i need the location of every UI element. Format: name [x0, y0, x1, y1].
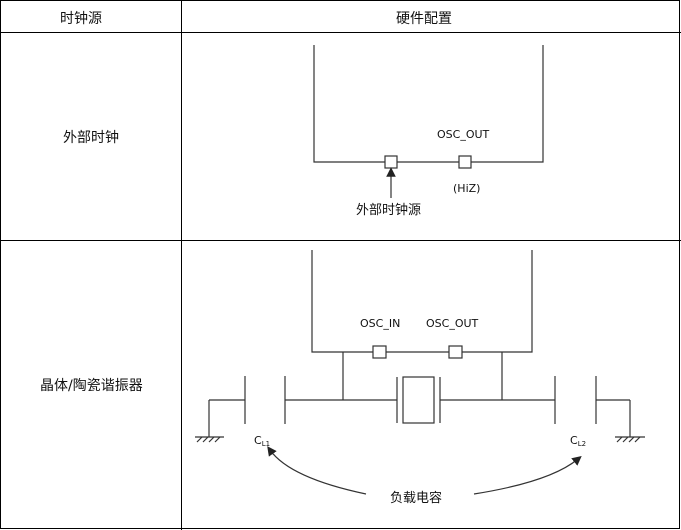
crystal-diagram: [195, 250, 645, 495]
ext-source-label: 外部时钟源: [356, 202, 421, 218]
cl1-label: CL1: [254, 434, 270, 448]
osc-out-pin: [458, 155, 472, 169]
external-clock-diagram: [313, 45, 544, 198]
cl2-label: CL2: [570, 434, 586, 448]
osc-in-pin-x: [372, 345, 387, 359]
osc-in-pin: [384, 155, 398, 169]
crystal-icon: [402, 376, 435, 424]
load-capacitance-label: 负载电容: [390, 490, 442, 506]
ext-hiz-label: (HiZ): [453, 182, 480, 195]
osc-out-pin-x: [448, 345, 463, 359]
ext-osc-out-label: OSC_OUT: [437, 128, 490, 141]
header-clock-source: 时钟源: [60, 11, 102, 27]
xtal-osc-in-label: OSC_IN: [360, 317, 400, 330]
row-label-crystal-resonator: 晶体/陶瓷谐振器: [40, 378, 143, 394]
row-label-external-clock: 外部时钟: [63, 130, 119, 146]
header-hardware-config: 硬件配置: [396, 11, 452, 27]
xtal-osc-out-label: OSC_OUT: [426, 317, 479, 330]
